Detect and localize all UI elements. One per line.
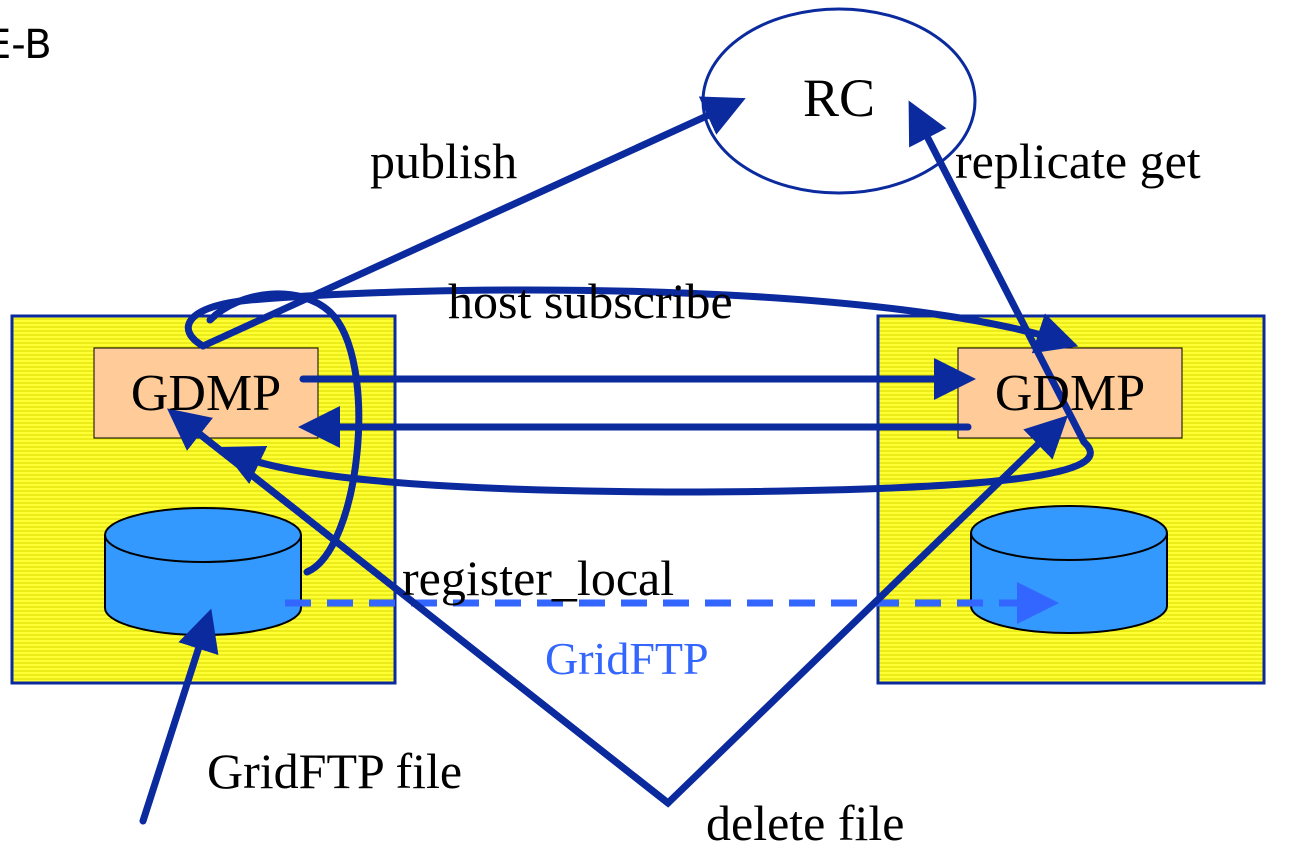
delete-file-label: delete file [706,795,905,851]
title-fragment: E-B [0,22,52,68]
gridftp-file-arrow [139,608,219,825]
notify-return-arrow [220,438,1094,496]
replicate-get-arrow [908,100,1088,446]
publish-arrow [199,96,746,350]
gridftp-transfer-label: GridFTP [545,633,709,684]
disk-left [104,507,302,636]
publish-label: publish [370,133,517,189]
register-local-label: register_local [402,550,674,606]
host-subscribe-arrow [184,286,1079,354]
register-local-arrow [206,290,363,576]
gdmp-right-label: GDMP [995,365,1145,422]
gridftp-file-label: GridFTP file [207,743,462,799]
gdmp-box-right [957,347,1183,439]
gdmp-left-label: GDMP [131,365,281,422]
disk-right [970,505,1168,634]
replicate-get-label: replicate get [955,133,1201,189]
rc-label: RC [803,68,875,128]
host-subscribe-label: host subscribe [448,273,733,329]
arrows [139,96,1094,825]
